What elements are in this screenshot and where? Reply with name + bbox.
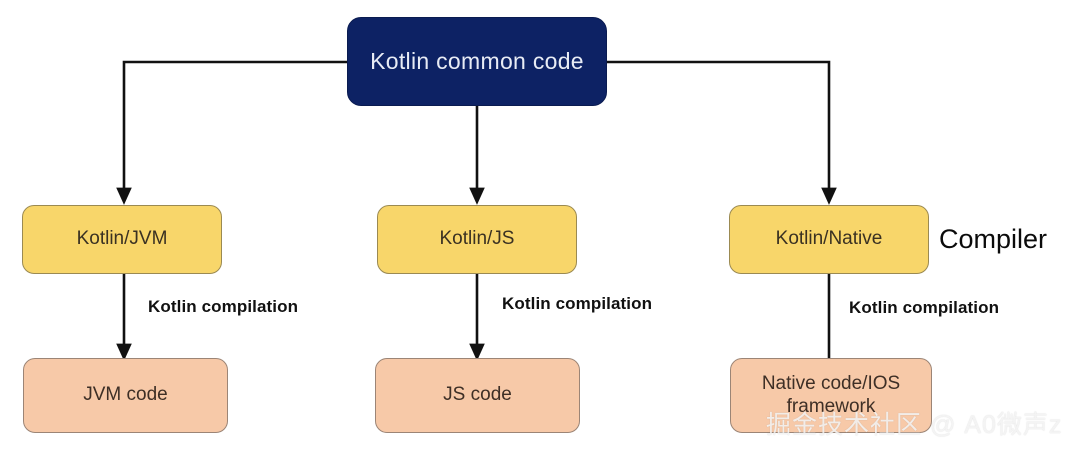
edge-label-kotlin-compilation-jvm: Kotlin compilation [148, 297, 299, 316]
node-kotlin-native-label: Kotlin/Native [775, 228, 883, 250]
node-jvm-code[interactable]: JVM code [23, 358, 228, 433]
node-js-code[interactable]: JS code [375, 358, 580, 433]
node-js-code-label: JS code [443, 384, 512, 406]
edge-root-to-jvm [116, 60, 347, 205]
node-native-code-label: Native code/IOS framework [761, 373, 901, 417]
compiler-annotation-label: Compiler [939, 224, 1048, 254]
node-native-code[interactable]: Native code/IOS framework [730, 358, 932, 433]
node-kotlin-common-code-label: Kotlin common code [370, 47, 584, 74]
edge-root-to-native [607, 60, 837, 205]
node-kotlin-js-label: Kotlin/JS [439, 228, 515, 250]
node-kotlin-js[interactable]: Kotlin/JS [377, 205, 577, 274]
node-jvm-code-label: JVM code [83, 384, 168, 406]
node-kotlin-jvm-label: Kotlin/JVM [76, 228, 168, 250]
watermark-text: 掘金技术社区 @ A0微声z [766, 411, 1063, 439]
edge-label-kotlin-compilation-js: Kotlin compilation [502, 294, 653, 313]
node-kotlin-jvm[interactable]: Kotlin/JVM [22, 205, 222, 274]
edge-label-kotlin-compilation-native: Kotlin compilation [849, 298, 1000, 317]
node-kotlin-native[interactable]: Kotlin/Native [729, 205, 929, 274]
node-kotlin-common-code[interactable]: Kotlin common code [347, 17, 607, 106]
